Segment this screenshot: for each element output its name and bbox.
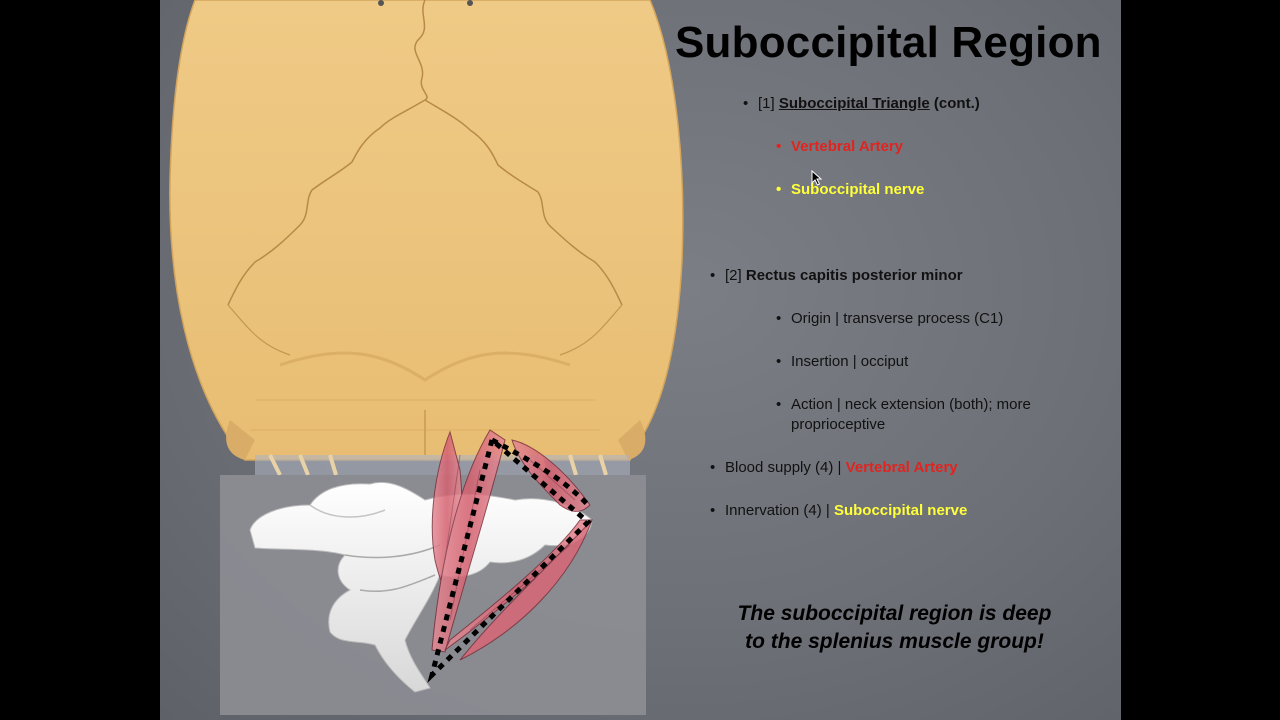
suboccipital-triangle-outline — [427, 435, 592, 684]
blood-supply-label: Blood supply (4) | — [725, 459, 842, 476]
blood-supply: Blood supply (4) | Vertebral Artery — [710, 458, 958, 478]
mouse-pointer-icon — [811, 170, 823, 186]
note: The suboccipital region is deep to the s… — [702, 600, 1087, 656]
section2-heading: [2] Rectus capitis posterior minor — [710, 266, 963, 286]
section1-number: [1] — [758, 95, 775, 112]
cervical-vertebrae — [249, 482, 593, 693]
innervation-value: Suboccipital nerve — [833, 502, 968, 519]
innervation-label: Innervation (4) | — [725, 502, 830, 519]
innervation: Innervation (4) | Suboccipital nerve — [710, 501, 968, 521]
section1-item-vertebral-artery: Vertebral Artery — [776, 137, 903, 157]
section2-number: [2] — [725, 267, 742, 284]
slide-title: Suboccipital Region — [675, 18, 1102, 67]
blood-supply-value: Vertebral Artery — [845, 459, 958, 476]
section1-heading-suffix: (cont.) — [933, 95, 980, 112]
section2-item-action-cont: proprioceptive — [791, 416, 886, 433]
section1-heading-text: Suboccipital Triangle — [778, 95, 930, 112]
section2-item-origin: Origin | transverse process (C1) — [776, 309, 1003, 329]
slide: Suboccipital Region [1] Suboccipital Tri… — [160, 0, 1121, 720]
note-line-1: The suboccipital region is deep — [737, 602, 1052, 625]
section1-item-suboccipital-nerve: Suboccipital nerve — [776, 180, 924, 200]
section2-item-action: Action | neck extension (both); more — [776, 395, 1031, 415]
note-line-2: to the splenius muscle group! — [745, 630, 1044, 653]
section2-heading-text: Rectus capitis posterior minor — [745, 267, 963, 284]
section2-item-insertion: Insertion | occiput — [776, 352, 908, 372]
skull — [169, 0, 684, 461]
suboccipital-muscles — [431, 429, 594, 661]
skull-neck-illustration — [169, 0, 684, 715]
section1-heading: [1] Suboccipital Triangle (cont.) — [743, 94, 980, 114]
